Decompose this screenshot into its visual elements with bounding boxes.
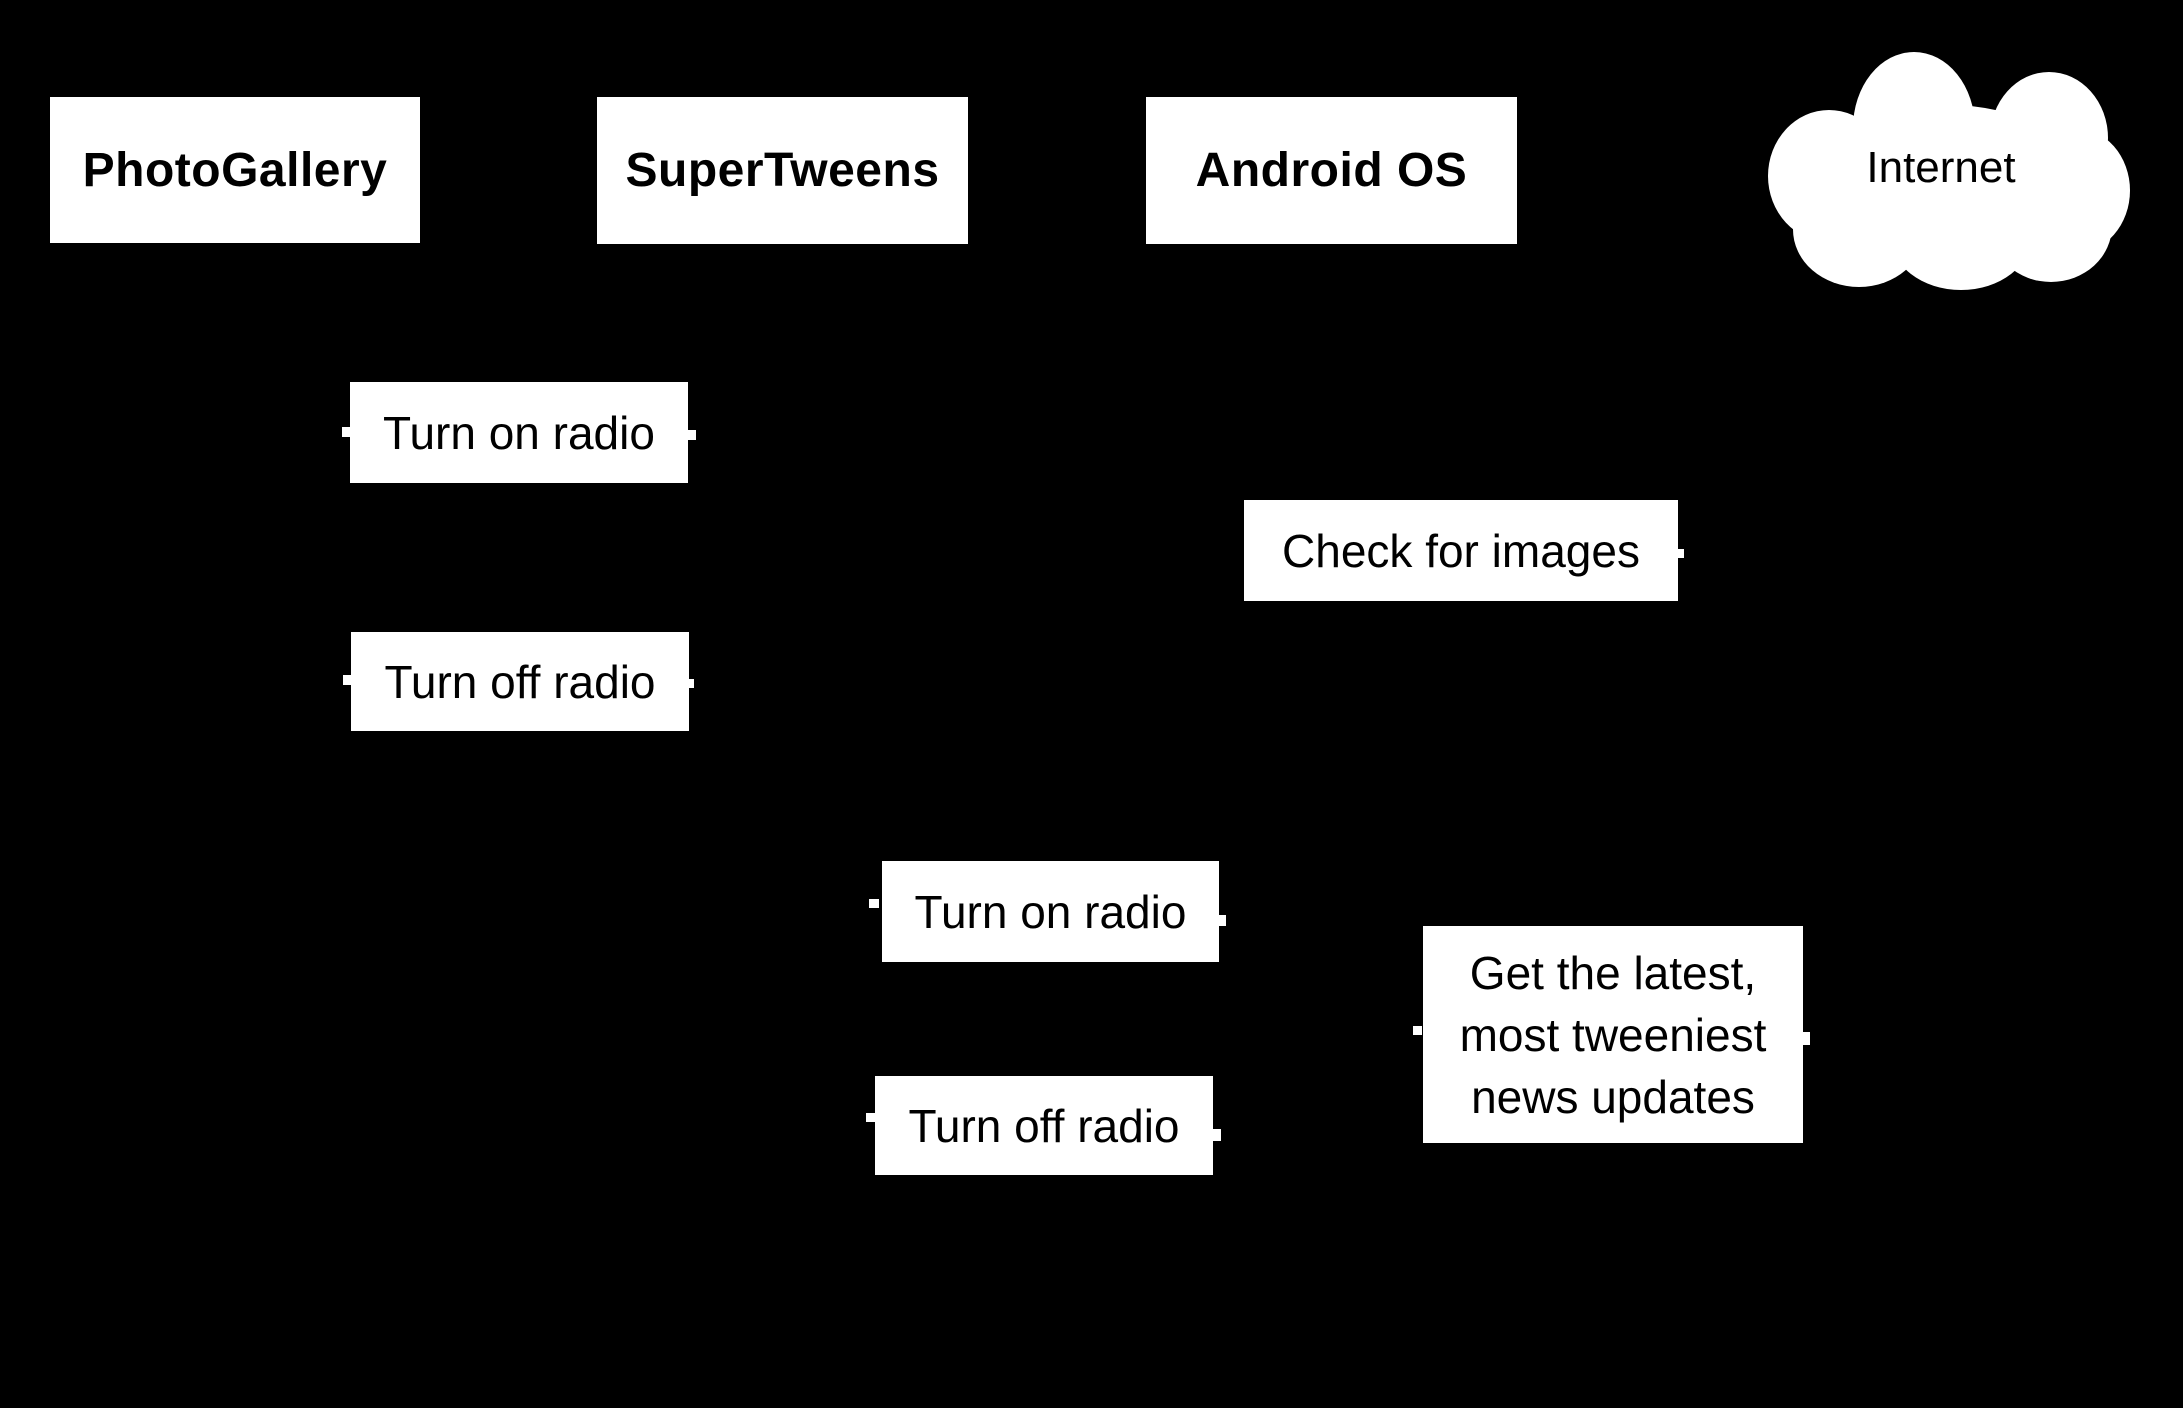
arrowhead-artifact [1413, 1026, 1422, 1035]
message-text: Check for images [1282, 524, 1640, 577]
actor-label-internet: Internet [1866, 143, 2016, 192]
arrowhead-artifact [343, 675, 351, 685]
message-text-line: most tweeniest [1459, 1008, 1767, 1061]
actor-label-photogallery: PhotoGallery [82, 143, 388, 197]
arrowhead-artifact [869, 899, 879, 908]
message-label-turn-on-radio-2: Turn on radio [882, 861, 1219, 962]
arrowhead-artifact [342, 427, 350, 437]
arrowhead-artifact [1216, 915, 1226, 926]
message-label-turn-on-radio-1: Turn on radio [350, 382, 688, 483]
arrowhead-artifact [688, 430, 696, 440]
actor-box-photogallery: PhotoGallery [50, 97, 420, 243]
actor-box-android-os: Android OS [1146, 97, 1517, 244]
actor-label-supertweens: SuperTweens [625, 144, 940, 197]
message-text: Turn on radio [914, 885, 1187, 938]
message-text-line: news updates [1471, 1070, 1755, 1123]
message-text-line: Get the latest, [1469, 946, 1757, 999]
actor-label-android-os: Android OS [1195, 144, 1468, 197]
arrowhead-artifact [866, 1113, 875, 1122]
arrowhead-artifact [1212, 1129, 1221, 1141]
arrowhead-artifact [1677, 549, 1684, 558]
message-text: Turn off radio [908, 1099, 1180, 1152]
message-text: Turn off radio [384, 655, 656, 708]
message-label-check-for-images: Check for images [1244, 500, 1678, 601]
message-label-turn-off-radio-2: Turn off radio [875, 1076, 1213, 1175]
message-text: Turn on radio [383, 406, 655, 459]
cloud-puff [1823, 105, 2075, 247]
arrowhead-artifact [1801, 1032, 1810, 1045]
message-label-get-latest-news: Get the latest, most tweeniest news upda… [1423, 926, 1803, 1143]
message-label-turn-off-radio-1: Turn off radio [351, 632, 689, 731]
arrowhead-artifact [686, 679, 694, 688]
actor-box-supertweens: SuperTweens [597, 97, 968, 244]
internet-cloud-shape: Internet [1768, 50, 2130, 290]
